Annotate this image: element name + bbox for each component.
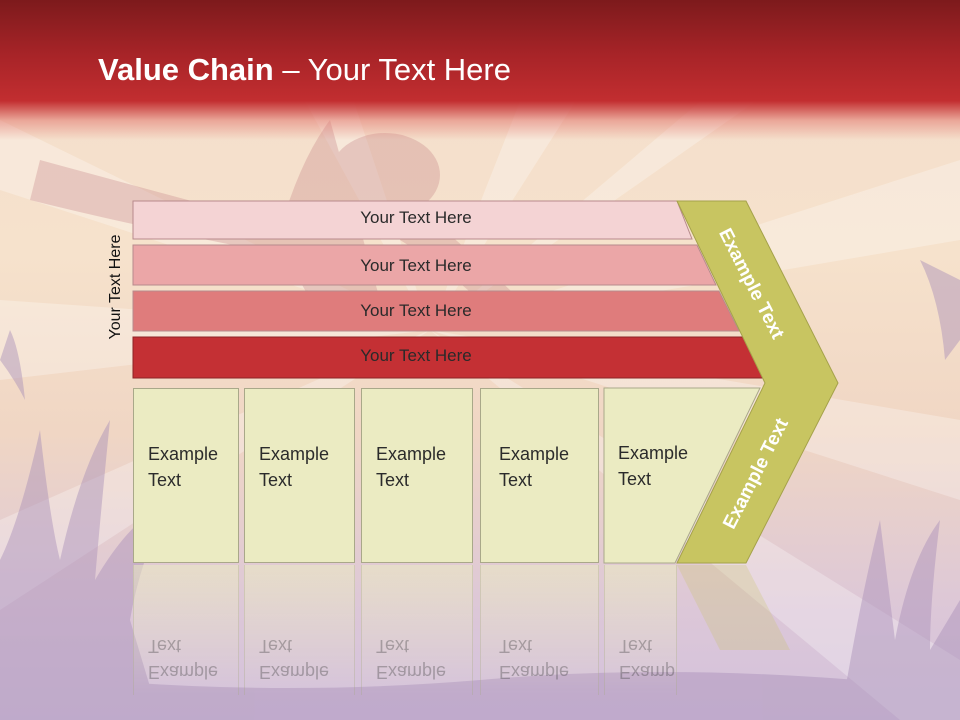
box-2-line1: Example [259, 444, 330, 464]
box-3-reflection-line2: Text [376, 636, 410, 656]
box-5-reflection: Example Text [604, 565, 677, 695]
box-4-reflection-line2: Text [499, 636, 533, 656]
bar-1-label: Your Text Here [360, 208, 472, 227]
slide-title-rest: – Your Text Here [273, 52, 511, 87]
title-banner [0, 0, 960, 140]
box-2-reflection: Example Text [244, 565, 355, 695]
box-1-line1: Example [148, 444, 219, 464]
box-1-reflection-line1: Example [148, 662, 219, 682]
box-4-reflection: Example Text [480, 565, 599, 695]
box-4-line1: Example [499, 444, 570, 464]
bar-4-label: Your Text Here [360, 346, 472, 365]
chevron-shape [676, 200, 839, 564]
box-2-line2: Text [259, 470, 293, 490]
box-3-reflection: Example Text [361, 565, 473, 695]
box-1-line2: Text [148, 470, 182, 490]
bar-2-shape [132, 244, 717, 286]
box-5-reflection-line1: Example [619, 662, 676, 682]
box-3-reflection-line1: Example [376, 662, 447, 682]
box-1-reflection: Example Text [133, 565, 239, 695]
box-1-reflection-line2: Text [148, 636, 182, 656]
box-2-reflection-line2: Text [259, 636, 293, 656]
chevron-reflection [677, 565, 790, 650]
bar-3-shape [132, 290, 740, 332]
bar-3-label: Your Text Here [360, 301, 472, 320]
last-box-shape [603, 387, 761, 564]
slide-title: Value Chain – Your Text Here [98, 52, 511, 88]
bar-2-label: Your Text Here [360, 256, 472, 275]
bar-1-shape [132, 200, 693, 240]
box-4-reflection-line1: Example [499, 662, 570, 682]
box-2-reflection-line1: Example [259, 662, 330, 682]
box-4-line2: Text [499, 470, 533, 490]
slide-title-bold: Value Chain [98, 52, 274, 87]
box-3-line1: Example [376, 444, 447, 464]
box-5-reflection-line2: Text [619, 636, 653, 656]
box-5-line1: Example [618, 443, 689, 463]
box-3-line2: Text [376, 470, 410, 490]
box-5-line2: Text [618, 469, 652, 489]
